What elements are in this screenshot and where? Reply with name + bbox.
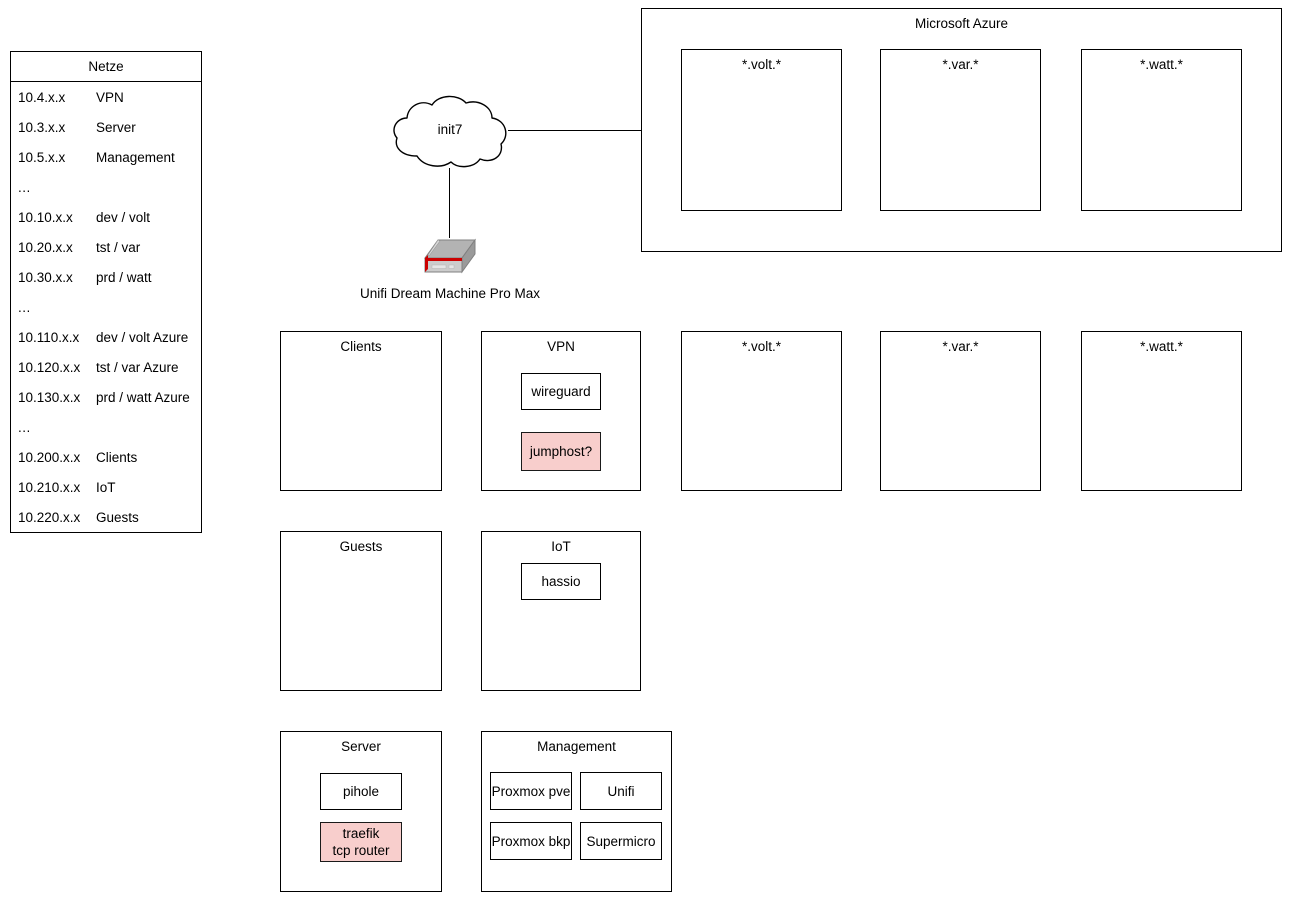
netze-subnet: 10.4.x.x bbox=[18, 89, 66, 105]
node-unifi[interactable]: Unifi bbox=[580, 772, 662, 810]
netze-label: Clients bbox=[96, 449, 138, 465]
netze-row: 10.20.x.x tst / var bbox=[11, 232, 201, 262]
zone-watt-local-title: *.watt.* bbox=[1140, 339, 1183, 354]
node-supermicro[interactable]: Supermicro bbox=[580, 822, 662, 860]
netze-row: 10.220.x.x Guests bbox=[11, 502, 201, 532]
netze-subnet: 10.220.x.x bbox=[18, 509, 81, 525]
netze-subnet: 10.30.x.x bbox=[18, 269, 73, 285]
zone-clients-title: Clients bbox=[340, 339, 382, 354]
netze-row: ... bbox=[11, 292, 201, 322]
netze-subnet: 10.210.x.x bbox=[18, 479, 81, 495]
zone-watt-local: *.watt.* bbox=[1081, 331, 1242, 491]
netze-row: 10.4.x.x VPN bbox=[11, 82, 201, 112]
zone-server: Server bbox=[280, 731, 442, 892]
edge-cloud-to-azure bbox=[508, 130, 642, 132]
netze-row: 10.120.x.x tst / var Azure bbox=[11, 352, 201, 382]
zone-vpn-title: VPN bbox=[547, 339, 575, 354]
zone-server-title: Server bbox=[341, 739, 381, 754]
azure-zone-volt: *.volt.* bbox=[681, 49, 842, 211]
zone-volt-local-title: *.volt.* bbox=[741, 339, 782, 354]
netze-label: Management bbox=[96, 149, 175, 165]
zone-clients: Clients bbox=[280, 331, 442, 491]
zone-volt-local: *.volt.* bbox=[681, 331, 842, 491]
netze-row: 10.10.x.x dev / volt bbox=[11, 202, 201, 232]
zone-guests: Guests bbox=[280, 531, 442, 691]
netze-label: VPN bbox=[96, 89, 124, 105]
netze-label: dev / volt Azure bbox=[96, 329, 189, 345]
netze-subnet: 10.5.x.x bbox=[18, 149, 66, 165]
cloud-icon: init7 bbox=[388, 94, 512, 170]
netze-subnet: 10.110.x.x bbox=[18, 329, 80, 345]
netze-row: 10.5.x.x Management bbox=[11, 142, 201, 172]
azure-zone-volt-title: *.volt.* bbox=[741, 57, 782, 72]
router-appliance-icon bbox=[420, 236, 480, 284]
zone-iot: IoT bbox=[481, 531, 641, 691]
netze-subnet: 10.200.x.x bbox=[18, 449, 81, 465]
netze-subnet: ... bbox=[18, 179, 31, 195]
netze-label: prd / watt bbox=[96, 269, 152, 285]
netze-table: Netze 10.4.x.x VPN 10.3.x.x Server 10.5.x.x M… bbox=[10, 51, 202, 533]
router-caption: Unifi Dream Machine Pro Max bbox=[359, 286, 541, 301]
netze-table-header: Netze bbox=[11, 52, 201, 82]
zone-management-title: Management bbox=[537, 739, 616, 754]
cloud-label: init7 bbox=[437, 122, 463, 137]
netze-table-body: 10.4.x.x VPN 10.3.x.x Server 10.5.x.x Managem… bbox=[11, 82, 201, 532]
zone-var-local-title: *.var.* bbox=[942, 339, 979, 354]
netze-row: 10.200.x.x Clients bbox=[11, 442, 201, 472]
node-wireguard[interactable]: wireguard bbox=[521, 373, 601, 410]
netze-subnet: 10.3.x.x bbox=[18, 119, 66, 135]
netze-row: 10.30.x.x prd / watt bbox=[11, 262, 201, 292]
node-jumphost[interactable]: jumphost? bbox=[521, 432, 601, 471]
netze-label: Guests bbox=[96, 509, 139, 525]
netze-label: tst / var Azure bbox=[96, 359, 179, 375]
netze-label: prd / watt Azure bbox=[96, 389, 190, 405]
netze-row: 10.110.x.x dev / volt Azure bbox=[11, 322, 201, 352]
netze-label: dev / volt bbox=[96, 209, 151, 225]
netze-label: IoT bbox=[96, 479, 116, 495]
azure-zone-watt-title: *.watt.* bbox=[1140, 57, 1183, 72]
node-hassio[interactable]: hassio bbox=[521, 563, 601, 600]
azure-zone-var: *.var.* bbox=[880, 49, 1041, 211]
netze-row: 10.3.x.x Server bbox=[11, 112, 201, 142]
zone-iot-title: IoT bbox=[551, 539, 571, 554]
netze-subnet: 10.130.x.x bbox=[18, 389, 81, 405]
netze-subnet: ... bbox=[18, 299, 31, 315]
zone-guests-title: Guests bbox=[339, 539, 383, 554]
netze-row: 10.210.x.x IoT bbox=[11, 472, 201, 502]
netze-row: ... bbox=[11, 172, 201, 202]
netze-subnet: ... bbox=[18, 419, 31, 435]
edge-cloud-to-router bbox=[449, 168, 451, 238]
azure-zone-watt: *.watt.* bbox=[1081, 49, 1242, 211]
netze-row: ... bbox=[11, 412, 201, 442]
azure-title: Microsoft Azure bbox=[914, 16, 1009, 31]
netze-subnet: 10.20.x.x bbox=[18, 239, 73, 255]
netze-row: 10.130.x.x prd / watt Azure bbox=[11, 382, 201, 412]
netze-label: Server bbox=[96, 119, 136, 135]
zone-var-local: *.var.* bbox=[880, 331, 1041, 491]
netze-subnet: 10.10.x.x bbox=[18, 209, 73, 225]
node-proxmox-pve[interactable]: Proxmox pve bbox=[490, 772, 572, 810]
node-traefik-tcp-router[interactable]: traefik tcp router bbox=[320, 822, 402, 862]
azure-zone-var-title: *.var.* bbox=[942, 57, 979, 72]
netze-subnet: 10.120.x.x bbox=[18, 359, 81, 375]
netze-label: tst / var bbox=[96, 239, 141, 255]
node-proxmox-bkp[interactable]: Proxmox bkp bbox=[490, 822, 572, 860]
node-pihole[interactable]: pihole bbox=[320, 773, 402, 810]
zone-management: Management bbox=[481, 731, 672, 892]
